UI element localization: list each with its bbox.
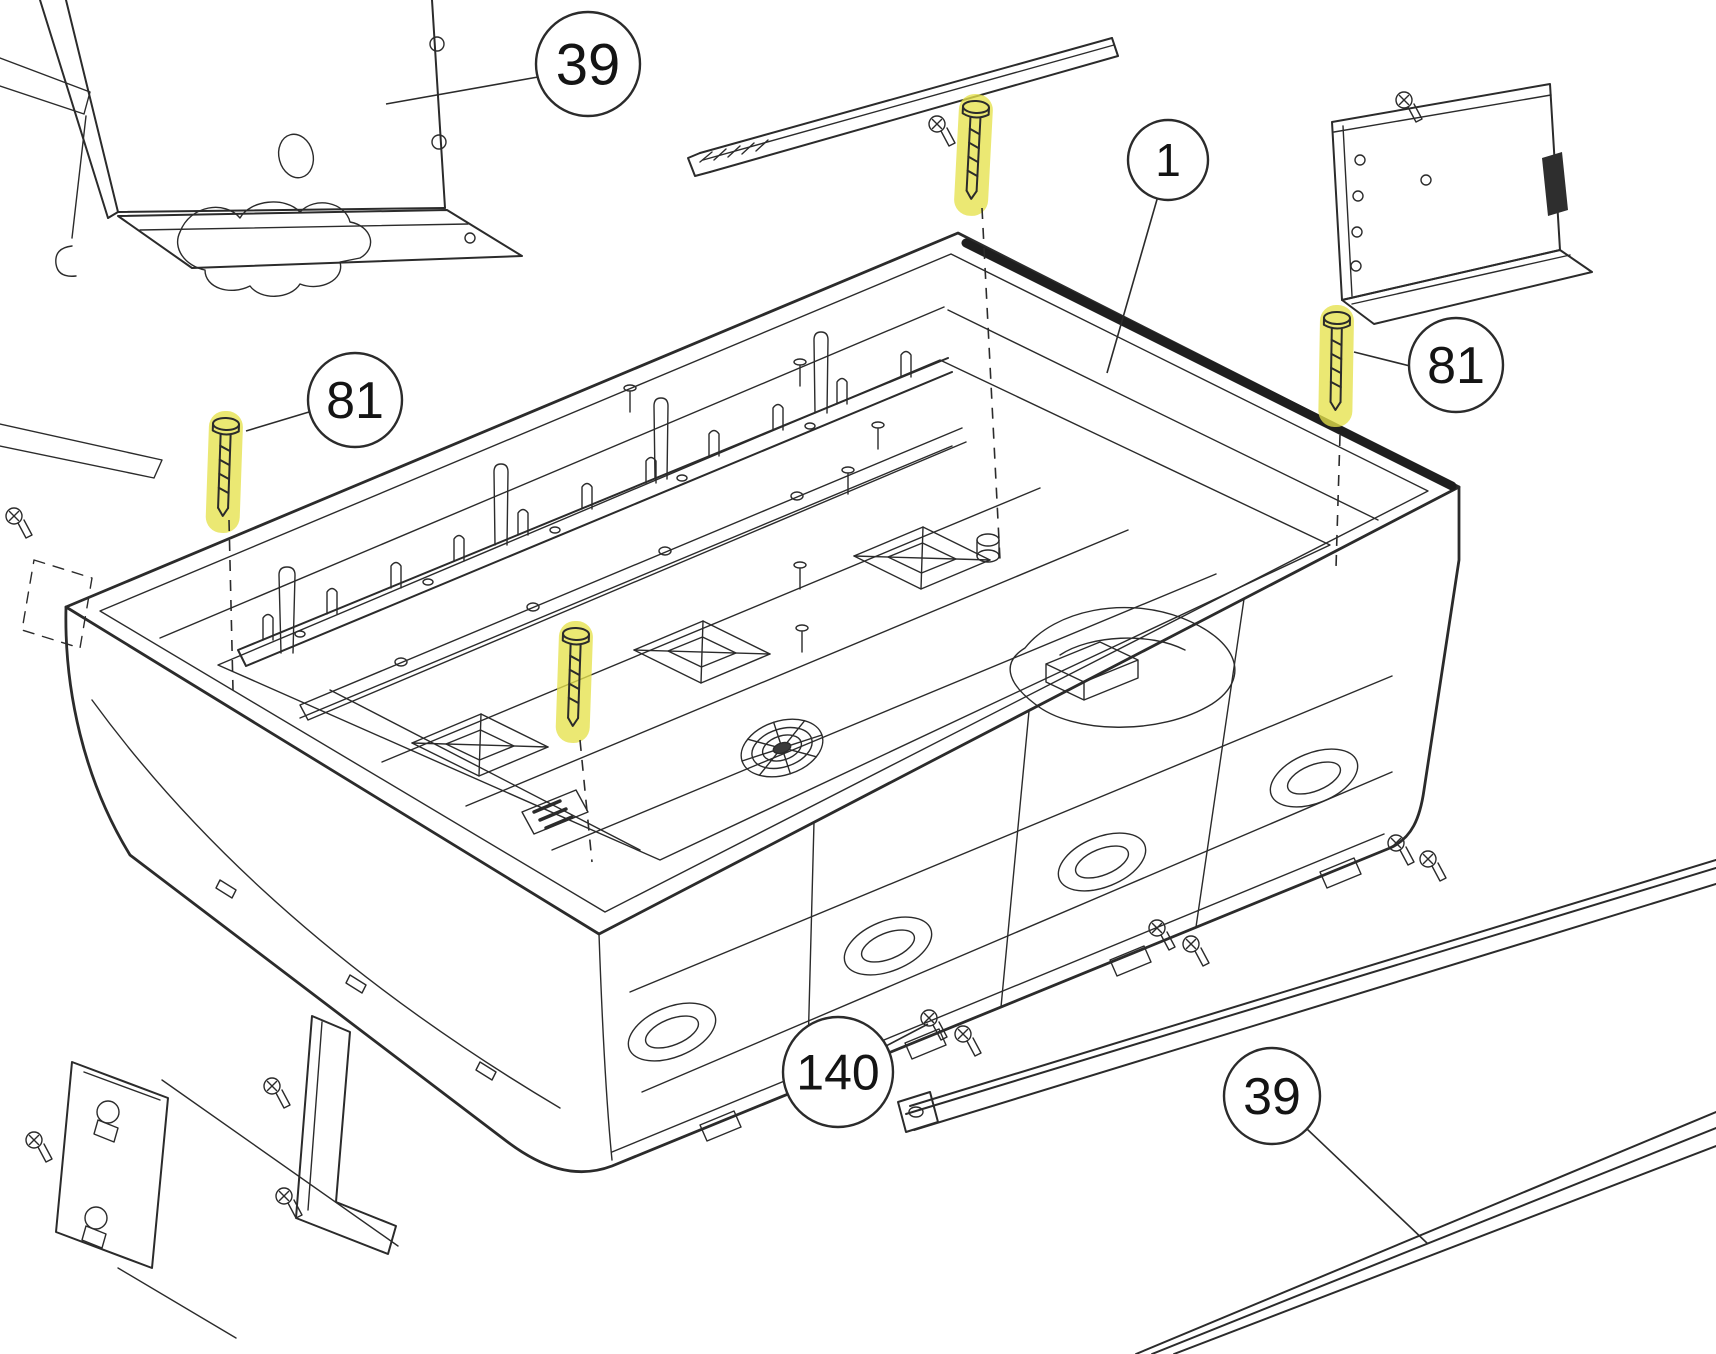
mounting-bolt-top [954,93,993,216]
top-rail-part [687,37,1119,177]
leader-line [385,76,539,105]
tray-part [64,231,1461,1174]
callout-81-right: 81 [1353,316,1505,414]
tray-label [521,789,589,835]
screw [263,1077,291,1109]
screw [1182,935,1210,967]
x-recess [853,526,991,590]
mounting-bolt-middle [555,620,593,743]
bolt-axis-line [1335,434,1341,569]
callout-label: 39 [1243,1068,1301,1126]
callout-label: 81 [326,372,384,430]
mounting-bolt-left [205,410,243,533]
screw [25,1131,53,1163]
callout-bubble [306,351,404,449]
leader-line [885,1023,929,1047]
leader-line [1353,351,1411,367]
callout-bubble [1407,316,1505,414]
wall-oval-cutouts [627,748,1359,1062]
leader-line [1106,195,1159,374]
bolt-highlight [954,93,993,216]
callout-1: 1 [1106,118,1210,374]
callout-label: 1 [1155,134,1181,186]
x-recess [633,620,771,684]
lower-rail-part [1135,1111,1716,1354]
bolt-axis-line [579,739,593,863]
callout-39-top: 39 [385,10,642,118]
callout-39-bottom: 39 [1222,1046,1429,1245]
callout-bubble [1222,1046,1322,1146]
screw [5,507,33,539]
leader-line [1306,1128,1429,1245]
bottom-rail-part [897,859,1716,1133]
bottom-left-bracket-parts [55,1015,399,1339]
upper-left-bracket-part [0,0,523,297]
callout-bubble [781,1015,895,1129]
bolt-highlight [1318,304,1354,428]
callout-bubble [534,10,642,118]
right-bracket-part [1331,83,1593,325]
mounting-bolt-right [1318,304,1354,428]
callout-label: 39 [556,32,621,97]
screw [1419,850,1447,882]
callout-81-left: 81 [245,351,404,449]
rim-trim-strip [961,238,1457,491]
screw [954,1025,982,1057]
bolt-axis-line [228,519,234,691]
bolt-highlight [555,620,593,743]
leader-line [245,411,310,432]
callout-bubble [1126,118,1210,202]
screw [928,115,956,147]
bolt-highlight [205,410,243,533]
callout-label: 81 [1427,337,1485,395]
drain-grate [740,718,824,778]
callout-140: 140 [781,1015,929,1129]
left-edge-rail-part [0,423,163,649]
callout-label: 140 [796,1045,879,1101]
x-recess [411,713,549,777]
